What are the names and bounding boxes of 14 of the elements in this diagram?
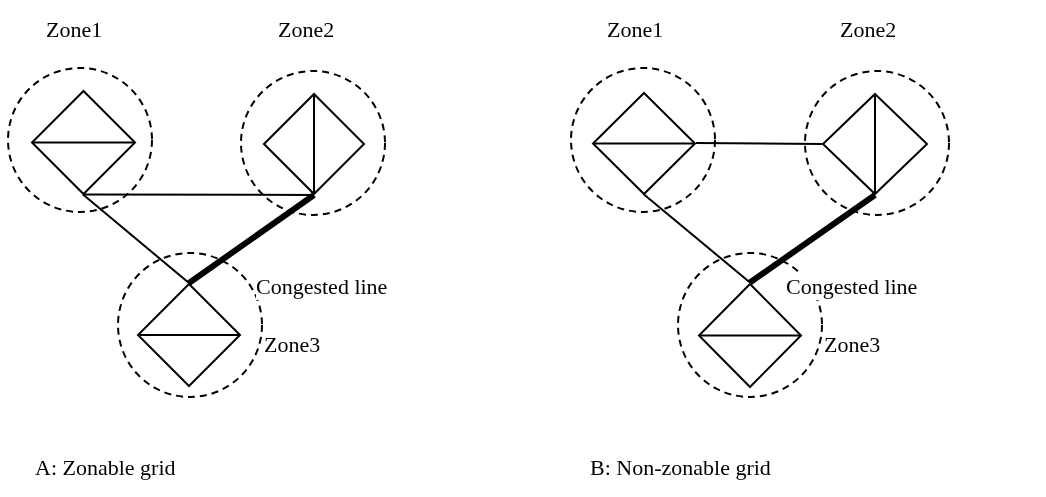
panel-caption: A: Zonable grid xyxy=(35,455,176,481)
zone-label: Zone2 xyxy=(840,17,897,43)
zone-label: Zone2 xyxy=(278,17,335,43)
panel-caption: B: Non-zonable grid xyxy=(590,455,771,481)
zone-label: Zone1 xyxy=(46,17,103,43)
line xyxy=(695,142,823,145)
zone-label: Zone3 xyxy=(264,332,321,358)
zone-label: Zone1 xyxy=(607,17,664,43)
congested-line xyxy=(187,192,316,286)
line xyxy=(643,193,751,284)
congested-line xyxy=(748,192,877,285)
edge-label: Congested line xyxy=(786,274,918,300)
zone-label: Zone3 xyxy=(824,332,881,358)
line xyxy=(82,193,190,284)
